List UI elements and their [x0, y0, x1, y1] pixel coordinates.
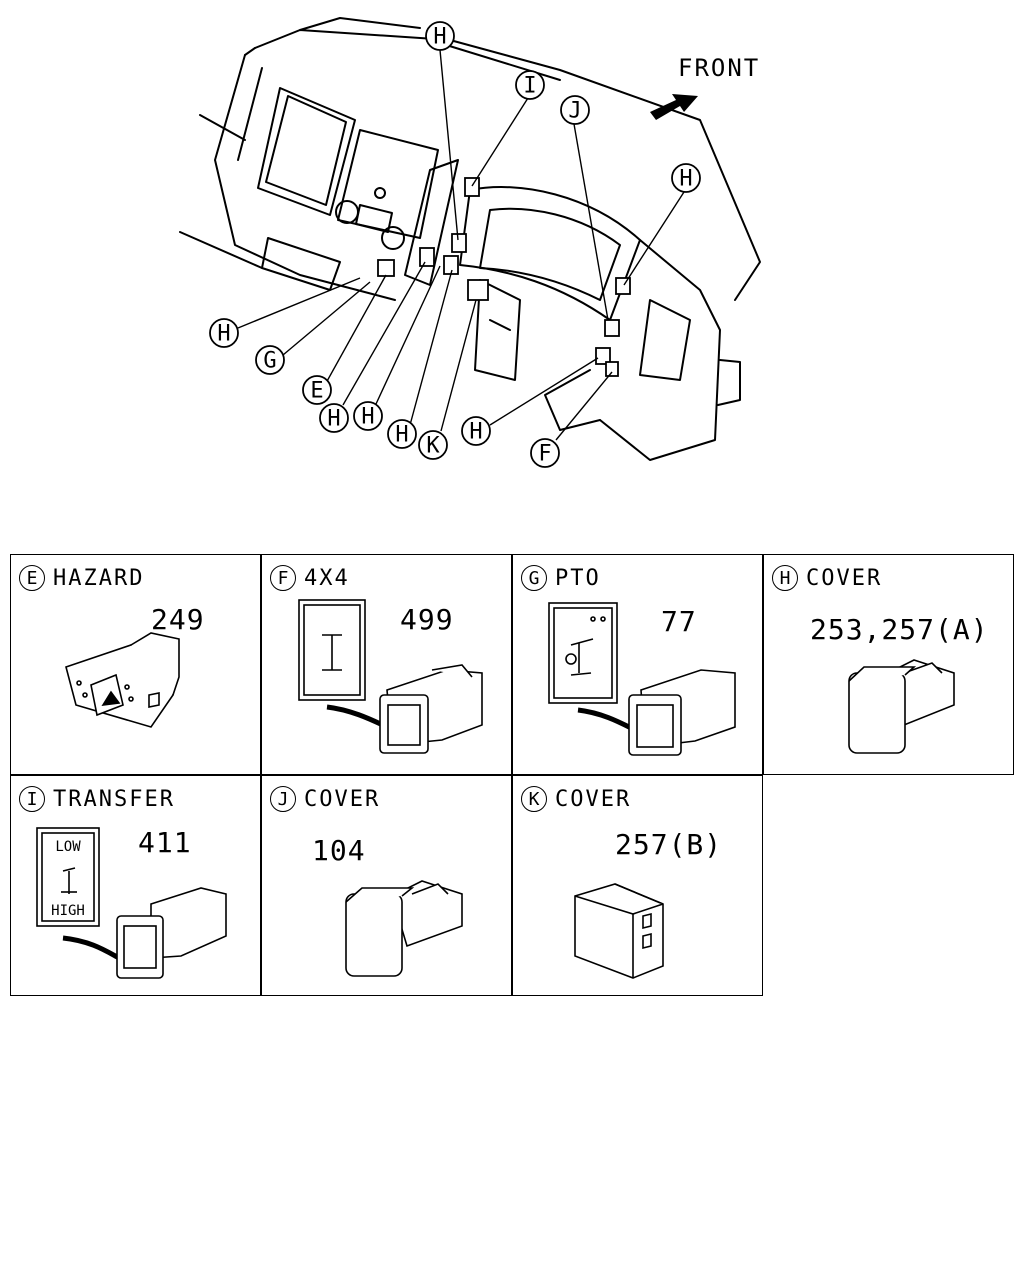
- part-number: 499: [400, 603, 454, 636]
- cover-k-illustration: [574, 883, 664, 979]
- callout-c11: K: [418, 430, 448, 460]
- svg-text:H: H: [679, 167, 692, 192]
- part-number: 257(B): [615, 828, 723, 861]
- part-number: 253,257(A): [810, 613, 989, 646]
- svg-text:G: G: [263, 349, 276, 374]
- part-title: PTO: [555, 565, 601, 591]
- svg-text:J: J: [568, 99, 581, 124]
- callout-c12: H: [461, 416, 491, 446]
- svg-text:H: H: [469, 420, 482, 445]
- part-number: 104: [312, 834, 366, 867]
- front-label: FRONT: [678, 54, 760, 82]
- callout-c1: H: [425, 21, 455, 51]
- callout-c2: I: [515, 70, 545, 100]
- part-title: COVER: [555, 786, 632, 812]
- svg-text:K: K: [426, 434, 440, 459]
- part-cell-cover-j: J COVER 104: [261, 775, 512, 996]
- svg-text:I: I: [523, 74, 536, 99]
- svg-text:H: H: [327, 407, 340, 432]
- cover-h-illustration: [848, 659, 955, 754]
- callout-c3: J: [560, 95, 590, 125]
- 4x4-switch-illustration: [298, 599, 483, 754]
- svg-text:H: H: [433, 25, 446, 50]
- dashboard-outline: [179, 17, 761, 461]
- part-letter-badge: J: [270, 786, 296, 812]
- part-title: 4X4: [304, 565, 350, 591]
- part-letter-badge: E: [19, 565, 45, 591]
- callout-c8: H: [319, 403, 349, 433]
- part-number: 249: [151, 603, 205, 636]
- transfer-symbol-top: LOW: [55, 839, 81, 855]
- svg-text:H: H: [217, 322, 230, 347]
- callout-c9: H: [353, 401, 383, 431]
- svg-text:E: E: [310, 379, 323, 404]
- part-letter-badge: G: [521, 565, 547, 591]
- hazard-switch-illustration: [65, 632, 180, 728]
- callout-c13: F: [530, 438, 560, 468]
- front-arrow-icon: [650, 94, 698, 120]
- svg-text:F: F: [538, 442, 551, 467]
- part-title: COVER: [806, 565, 883, 591]
- part-number: 411: [138, 826, 192, 859]
- callout-c5: H: [209, 318, 239, 348]
- transfer-switch-illustration: LOW HIGH: [36, 827, 227, 979]
- transfer-symbol-bottom: HIGH: [51, 903, 85, 919]
- part-letter-badge: F: [270, 565, 296, 591]
- cover-j-illustration: [345, 880, 463, 977]
- part-letter-badge: K: [521, 786, 547, 812]
- part-title: COVER: [304, 786, 381, 812]
- part-letter-badge: H: [772, 565, 798, 591]
- transfer-symbol-icon: [61, 867, 77, 894]
- callout-c6: G: [255, 345, 285, 375]
- part-cell-transfer: LOW HIGH I TRANSFER 411: [10, 775, 261, 996]
- dashboard-overview-drawing: FRONT: [179, 17, 761, 468]
- part-cell-hazard: E HAZARD 249: [10, 554, 261, 775]
- part-cell-pto: G PTO 77: [512, 554, 763, 775]
- parts-table: E HAZARD 249 F 4X4 499: [10, 554, 1014, 996]
- part-letter-badge: I: [19, 786, 45, 812]
- svg-text:H: H: [395, 423, 408, 448]
- callout-c10: H: [387, 419, 417, 449]
- 4x4-symbol-icon: [322, 634, 342, 671]
- part-cell-cover-k: K COVER 257(B): [512, 775, 763, 996]
- part-cell-4x4: F 4X4 499: [261, 554, 512, 775]
- pto-symbol-icon: [565, 616, 606, 676]
- pto-switch-illustration: [548, 602, 736, 756]
- callout-c4: H: [671, 163, 701, 193]
- part-title: HAZARD: [53, 565, 145, 591]
- callout-c7: E: [302, 375, 332, 405]
- part-cell-cover-h: H COVER 253,257(A): [763, 554, 1014, 775]
- part-title: TRANSFER: [53, 786, 175, 812]
- part-number: 77: [661, 605, 697, 638]
- leader-lines: [237, 49, 685, 441]
- svg-text:H: H: [361, 405, 374, 430]
